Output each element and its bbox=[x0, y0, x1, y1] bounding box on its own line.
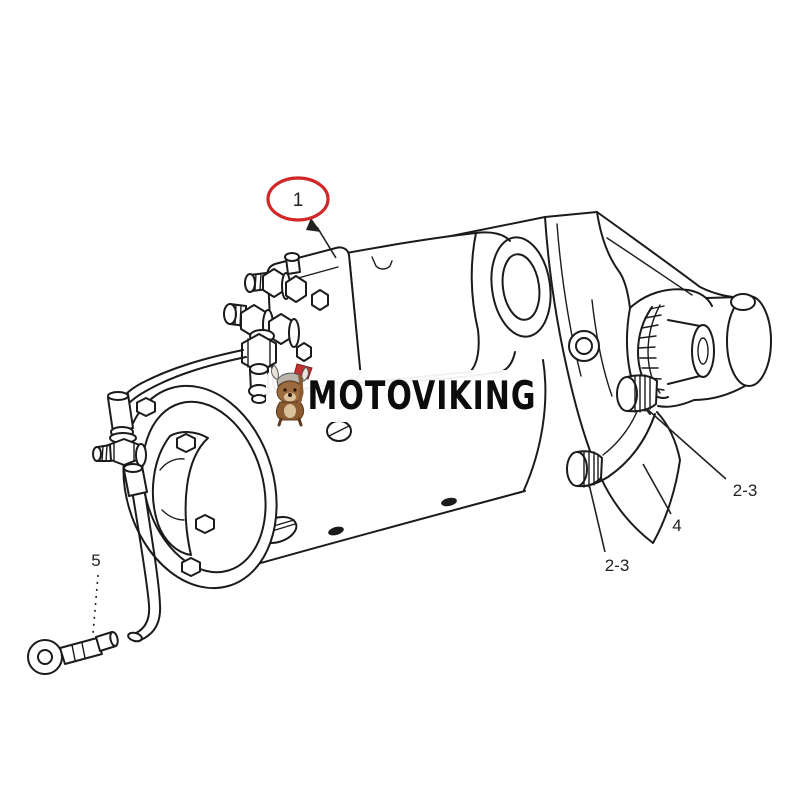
battery-cable bbox=[92, 349, 247, 643]
ring-terminal-lead bbox=[27, 631, 119, 675]
inspection-plug-upper bbox=[616, 374, 658, 413]
callout-4: 4 bbox=[642, 463, 682, 535]
watermark-background bbox=[266, 370, 533, 422]
drive-housing bbox=[544, 211, 772, 544]
callout-2-3-lower-label: 2-3 bbox=[605, 556, 630, 575]
inspection-plug-lower bbox=[566, 450, 603, 488]
body-screw-small bbox=[326, 420, 352, 442]
nose-cap bbox=[730, 293, 756, 311]
end-cap-bolt bbox=[136, 397, 156, 417]
callout-2-3-upper-label: 2-3 bbox=[733, 481, 758, 500]
pinion-shaft-end bbox=[691, 324, 715, 378]
terminal-studs bbox=[223, 268, 307, 404]
leader-arrowhead bbox=[306, 218, 321, 232]
watermark: MOTOVIKING bbox=[266, 363, 537, 427]
end-cap-bolt bbox=[176, 433, 196, 453]
cable-stud bbox=[92, 438, 147, 467]
callout-4-label: 4 bbox=[672, 516, 681, 535]
flange-hole bbox=[568, 330, 600, 362]
starter-motor-figure bbox=[27, 211, 772, 675]
body-vent-slot bbox=[328, 526, 344, 536]
end-cap-bolt bbox=[181, 557, 201, 577]
motoviking-logo-text: MOTOVIKING bbox=[308, 374, 537, 419]
end-cap-bolt bbox=[195, 514, 215, 534]
plate-screw bbox=[311, 289, 329, 311]
plate-screw bbox=[296, 342, 312, 362]
body-vent-slot bbox=[441, 497, 457, 507]
viking-dog-icon bbox=[271, 363, 313, 427]
terminal-stud-upper bbox=[244, 268, 307, 303]
callout-1: 1 bbox=[266, 176, 337, 259]
callout-5: 5 bbox=[91, 551, 101, 635]
callout-2-3-lower: 2-3 bbox=[588, 483, 630, 575]
nose-housing bbox=[657, 293, 772, 408]
part-1-highlight-ellipse bbox=[266, 176, 330, 222]
callout-2-3-upper: 2-3 bbox=[646, 408, 758, 500]
callout-1-label: 1 bbox=[293, 190, 304, 211]
end-cap bbox=[122, 384, 278, 590]
terminal-stud-lower bbox=[223, 303, 300, 348]
callout-5-label: 5 bbox=[91, 551, 100, 570]
